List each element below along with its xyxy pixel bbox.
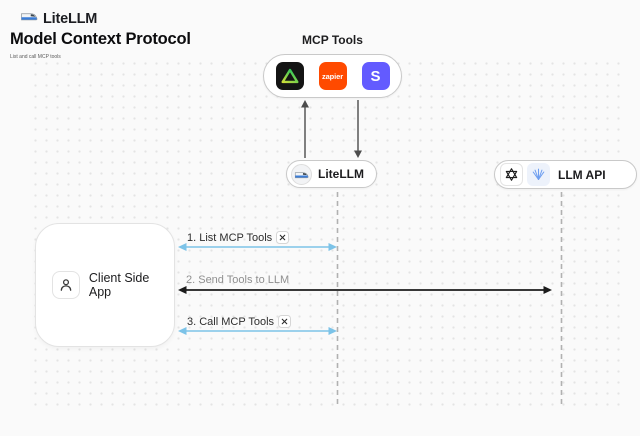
step-1-label: 1. List MCP Tools [187,231,273,244]
llm-api-node: LLM API [494,160,637,189]
mcp-tools-box: zapier S [263,54,402,98]
litellm-node: LiteLLM [286,160,377,188]
train-icon [291,163,312,185]
page-subtitle: List and call MCP tools [10,54,61,60]
provider-fan-icon [527,163,550,186]
hammer-wrench-icon [276,231,290,244]
arrow-step-3 [178,327,337,335]
step-3-label-row: 3. Call MCP Tools [187,315,292,328]
arrow-step-2 [178,286,552,294]
litellm-node-label: LiteLLM [318,167,364,181]
zapier-icon: zapier [318,62,347,90]
stripe-icon: S [361,62,390,90]
llm-api-node-label: LLM API [558,167,606,182]
train-icon [20,7,38,30]
person-icon [52,271,80,299]
brand-name: LiteLLM [43,10,98,27]
step-1-label-row: 1. List MCP Tools [187,231,290,244]
page-title: Model Context Protocol [10,30,191,48]
openai-icon [500,163,523,186]
mcp-tools-label: MCP Tools [302,33,363,47]
step-2-label-row: 2. Send Tools to LLM [186,274,289,286]
zapier-wordmark: zapier [321,71,344,81]
step-2-label: 2. Send Tools to LLM [186,274,290,286]
brand: LiteLLM [20,7,97,30]
arrow-step-1 [178,243,337,251]
step-3-label: 3. Call MCP Tools [187,315,275,328]
arrow-up-to-mcp-tools [301,100,309,158]
client-side-app-label: Client Side App [88,271,150,299]
triangle-logo-icon [275,62,304,90]
stripe-letter: S [370,67,381,85]
arrow-down-to-litellm [354,100,362,158]
hammer-wrench-icon [278,315,292,328]
client-side-app-node: Client Side App [35,223,175,347]
